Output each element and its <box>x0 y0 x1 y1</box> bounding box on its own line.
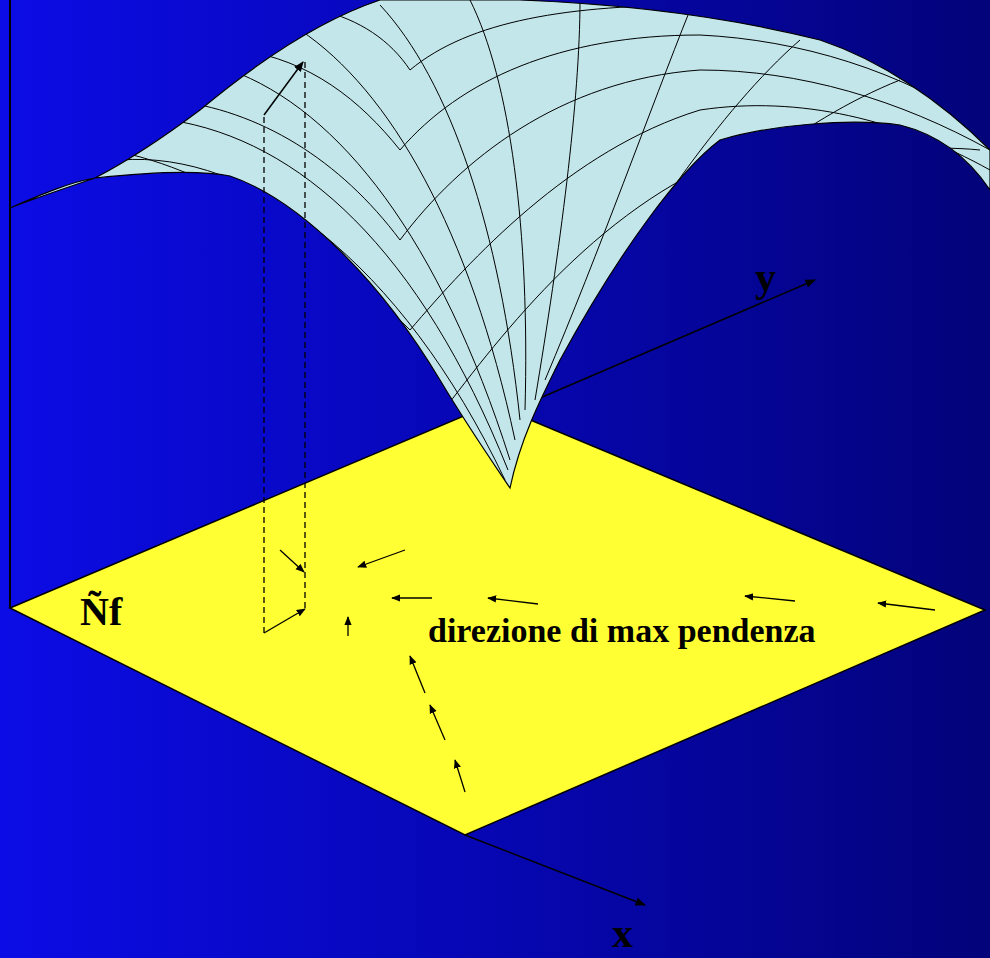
z-axis <box>9 0 11 608</box>
surface-grid <box>60 0 990 480</box>
gradient-label: Ñf <box>80 592 122 632</box>
surface-arrow <box>264 62 303 115</box>
x-axis <box>465 835 645 905</box>
projection-line <box>304 60 305 608</box>
axis-label: x <box>612 912 633 954</box>
axis-label: y <box>755 256 776 298</box>
surface <box>10 0 990 488</box>
projection-line <box>263 115 264 633</box>
annotation: direzione di max pendenza <box>428 614 816 648</box>
gradient-arrows <box>264 550 935 792</box>
